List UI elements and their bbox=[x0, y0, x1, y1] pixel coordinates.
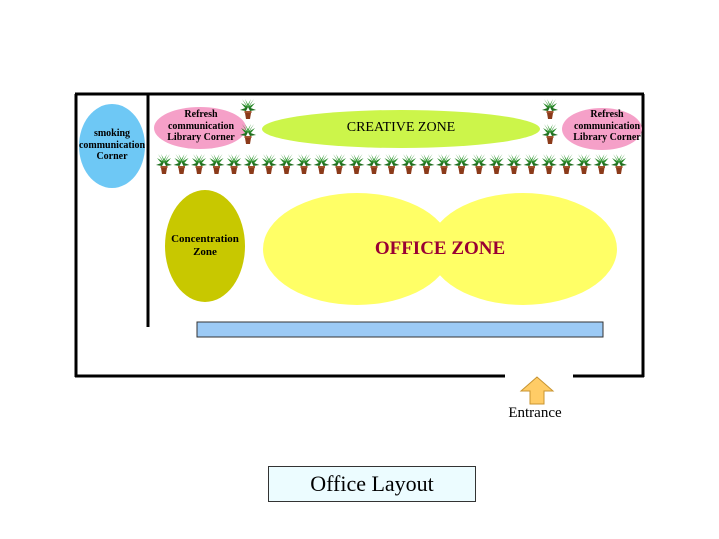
potted-plant-icon bbox=[191, 154, 207, 174]
concentration-zone-label: Concentration Zone bbox=[171, 233, 239, 258]
potted-plant-icon bbox=[173, 154, 190, 174]
potted-plant-icon bbox=[226, 154, 242, 174]
page-title: Office Layout bbox=[268, 466, 476, 502]
potted-plant-icon bbox=[471, 154, 487, 174]
concentration-zone bbox=[165, 190, 245, 302]
potted-plant-icon bbox=[611, 154, 627, 174]
entrance-label: Entrance bbox=[508, 405, 562, 421]
creative-zone-label: CREATIVE ZONE bbox=[346, 120, 456, 135]
up-arrow-icon bbox=[519, 376, 555, 405]
potted-plant-icon bbox=[506, 154, 522, 174]
office-outline bbox=[74, 92, 645, 378]
refresh-zone-right bbox=[562, 108, 642, 150]
potted-plant-icon bbox=[366, 154, 382, 174]
potted-plant-icon bbox=[542, 99, 558, 119]
potted-plant-icon bbox=[208, 154, 225, 174]
potted-plant-icon bbox=[436, 154, 452, 174]
office-zone-label: OFFICE ZONE bbox=[374, 238, 506, 259]
potted-plant-icon bbox=[261, 154, 277, 174]
creative-zone bbox=[262, 110, 540, 148]
potted-plant-icon bbox=[156, 154, 172, 174]
potted-plant-icon bbox=[593, 154, 610, 174]
potted-plant-icon bbox=[401, 154, 417, 174]
potted-plant-icon bbox=[542, 124, 558, 144]
potted-plant-icon bbox=[558, 154, 575, 174]
office-zone-right bbox=[429, 193, 617, 305]
refresh-zone-right-label: Refresh communication Library Corner bbox=[573, 109, 641, 143]
potted-plant-icon bbox=[523, 154, 540, 174]
potted-plant-icon bbox=[488, 154, 505, 174]
potted-plant-icon bbox=[331, 154, 347, 174]
potted-plant-icon bbox=[296, 154, 312, 174]
potted-plant-icon bbox=[313, 154, 330, 174]
counter-bar bbox=[196, 321, 604, 338]
potted-plant-icon bbox=[576, 154, 592, 174]
potted-plant-icon bbox=[418, 154, 435, 174]
office-zone-left bbox=[263, 193, 451, 305]
potted-plant-icon bbox=[383, 154, 400, 174]
potted-plant-icon bbox=[243, 154, 260, 174]
potted-plant-icon bbox=[278, 154, 295, 174]
potted-plant-icon bbox=[541, 154, 557, 174]
refresh-zone-left-label: Refresh communication Library Corner bbox=[167, 109, 235, 143]
smoking-zone-label: smoking communication Corner bbox=[78, 128, 146, 162]
potted-plant-icon bbox=[348, 154, 365, 174]
smoking-zone bbox=[79, 104, 145, 188]
potted-plant-icon bbox=[453, 154, 470, 174]
refresh-zone-left bbox=[154, 107, 246, 149]
